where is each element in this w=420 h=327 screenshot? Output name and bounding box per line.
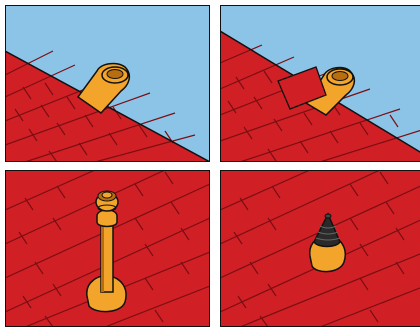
shingle-lines — [220, 170, 420, 327]
roof-vent-illustration-step-4 — [220, 170, 420, 327]
pipe-vent-stack — [86, 190, 127, 313]
vent-base — [86, 274, 127, 313]
panel-step-3 — [5, 170, 210, 327]
shingle-over-flange — [277, 66, 327, 110]
vent-flange — [304, 66, 356, 116]
cone-vent-cap — [309, 212, 346, 273]
panel-step-4 — [220, 170, 420, 327]
roof-vent-illustration-step-2 — [220, 5, 420, 162]
vent-opening — [331, 71, 349, 81]
roof-vent-illustration-step-1 — [5, 5, 210, 162]
cone-cap — [313, 212, 341, 248]
vent-flange — [76, 62, 131, 114]
panel-step-1 — [5, 5, 210, 162]
panel-step-2 — [220, 5, 420, 162]
vent-opening — [106, 69, 124, 79]
roof-vent-illustration-step-3 — [5, 170, 210, 327]
shingle-lines — [5, 50, 196, 162]
